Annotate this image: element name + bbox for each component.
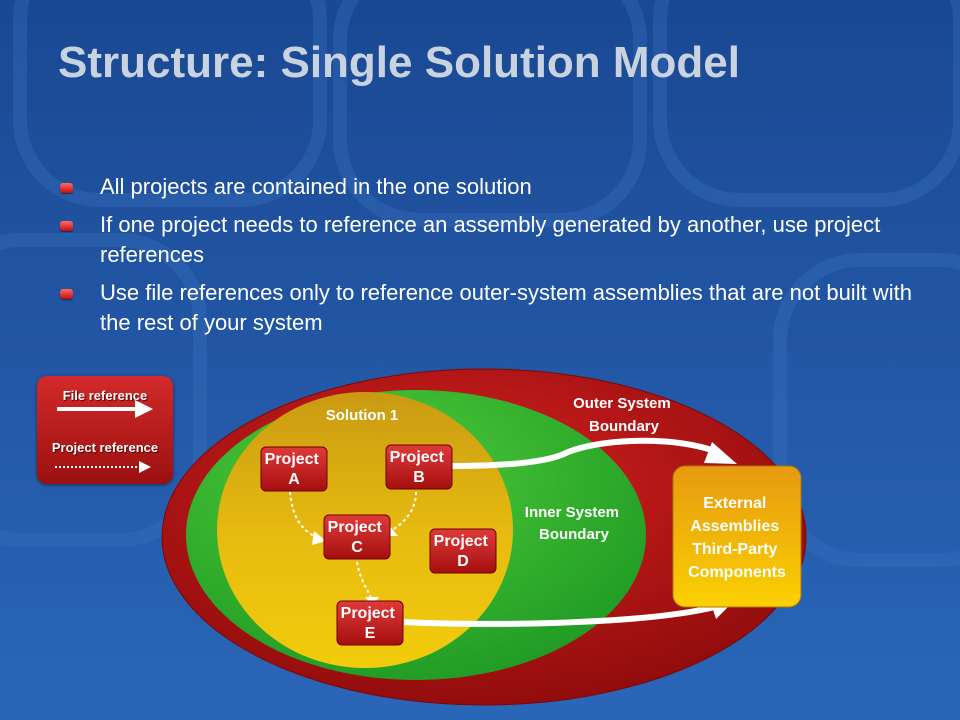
bullet-item: Use file references only to reference ou…	[60, 278, 920, 338]
bullet-text: All projects are contained in the one so…	[100, 174, 532, 199]
bullet-list: All projects are contained in the one so…	[60, 172, 920, 346]
project-c-label: Project C	[328, 519, 387, 556]
bullet-item: If one project needs to reference an ass…	[60, 210, 920, 270]
project-reference-arrow-icon	[55, 461, 151, 473]
file-reference-arrows	[403, 437, 737, 627]
bullet-item: All projects are contained in the one so…	[60, 172, 920, 202]
slide-title: Structure: Single Solution Model	[58, 38, 740, 87]
project-b-box: Project B	[385, 444, 453, 490]
arrowhead-a-to-c	[312, 531, 326, 545]
project-c-box: Project C	[323, 514, 391, 560]
external-assemblies-box: External Assemblies Third-Party Componen…	[672, 465, 802, 608]
inner-boundary-label: Inner System Boundary	[525, 504, 623, 543]
project-a-box: Project A	[260, 446, 328, 492]
file-reference-b-to-external	[451, 437, 719, 469]
bullet-icon	[60, 289, 73, 299]
arrowhead-b-to-external	[704, 442, 737, 464]
project-b-label: Project B	[390, 449, 449, 486]
project-reference-b-to-c	[391, 491, 417, 531]
bullet-text: If one project needs to reference an ass…	[100, 212, 881, 267]
project-d-label: Project D	[434, 533, 493, 570]
legend-arrows	[55, 400, 153, 473]
file-reference-arrow-icon	[57, 400, 153, 418]
solution-label: Solution 1	[326, 407, 399, 424]
project-d-box: Project D	[429, 528, 497, 574]
legend-project-reference-label: Project reference	[51, 440, 159, 455]
bullet-icon	[60, 183, 73, 193]
project-a-label: Project A	[265, 451, 324, 488]
outer-boundary-label: Outer System Boundary	[573, 395, 675, 435]
file-reference-e-to-external	[403, 604, 716, 627]
external-assemblies-label: External Assemblies Third-Party Componen…	[688, 495, 786, 581]
legend-file-reference-label: File reference	[62, 388, 148, 403]
project-e-box: Project E	[336, 600, 404, 646]
bullet-icon	[60, 221, 73, 231]
project-e-label: Project E	[341, 605, 400, 642]
bullet-text: Use file references only to reference ou…	[100, 280, 912, 335]
reference-legend: File reference Project reference	[37, 376, 173, 484]
